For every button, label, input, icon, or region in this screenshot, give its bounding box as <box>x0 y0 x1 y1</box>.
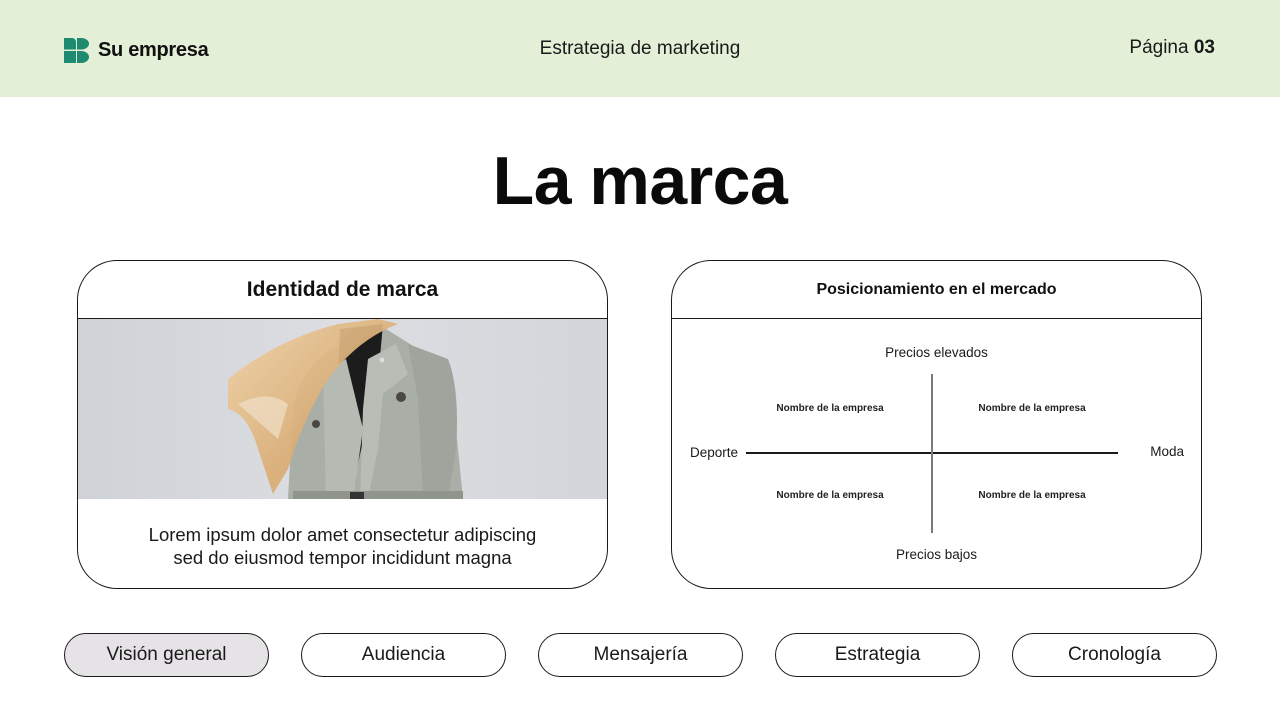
axis-label-high-price: Precios elevados <box>885 345 988 360</box>
quadrant-top-left: Nombre de la empresa <box>776 403 884 414</box>
page-label: Página <box>1129 37 1189 58</box>
nav-button-messaging[interactable]: Mensajería <box>538 633 743 677</box>
quadrant-top-right: Nombre de la empresa <box>978 403 1086 414</box>
positioning-matrix: Precios elevados Precios bajos Deporte M… <box>672 319 1201 588</box>
nav-button-timeline[interactable]: Cronología <box>1012 633 1217 677</box>
page-number: 03 <box>1193 37 1215 58</box>
brand-logo[interactable]: Su empresa <box>64 38 209 63</box>
quadrant-bottom-right: Nombre de la empresa <box>978 490 1086 501</box>
axis-label-fashion: Moda <box>1150 444 1184 459</box>
brand-name: Su empresa <box>98 39 209 61</box>
brand-identity-title: Identidad de marca <box>78 261 607 319</box>
page-title: La marca <box>492 143 788 219</box>
logo-icon <box>64 38 89 63</box>
brand-identity-card: Identidad de marca <box>77 260 608 589</box>
nav-button-audience[interactable]: Audiencia <box>301 633 506 677</box>
market-positioning-title: Posicionamiento en el mercado <box>672 261 1201 319</box>
brand-description: Lorem ipsum dolor amet consectetur adipi… <box>148 524 537 568</box>
header-bar: Su empresa Estrategia de marketing Págin… <box>0 0 1280 97</box>
market-positioning-card: Posicionamiento en el mercado Precios el… <box>671 260 1202 589</box>
axis-label-low-price: Precios bajos <box>895 547 978 562</box>
axis-label-sport: Deporte <box>690 445 739 460</box>
quadrant-bottom-left: Nombre de la empresa <box>776 490 884 501</box>
nav-button-overview[interactable]: Visión general <box>64 633 269 677</box>
brand-photo <box>78 319 607 499</box>
fashion-image-icon <box>78 319 607 499</box>
page-indicator: Página 03 <box>1129 37 1215 59</box>
presentation-title: Estrategia de marketing <box>539 38 741 59</box>
nav-button-strategy[interactable]: Estrategia <box>775 633 980 677</box>
vertical-axis <box>931 374 933 533</box>
